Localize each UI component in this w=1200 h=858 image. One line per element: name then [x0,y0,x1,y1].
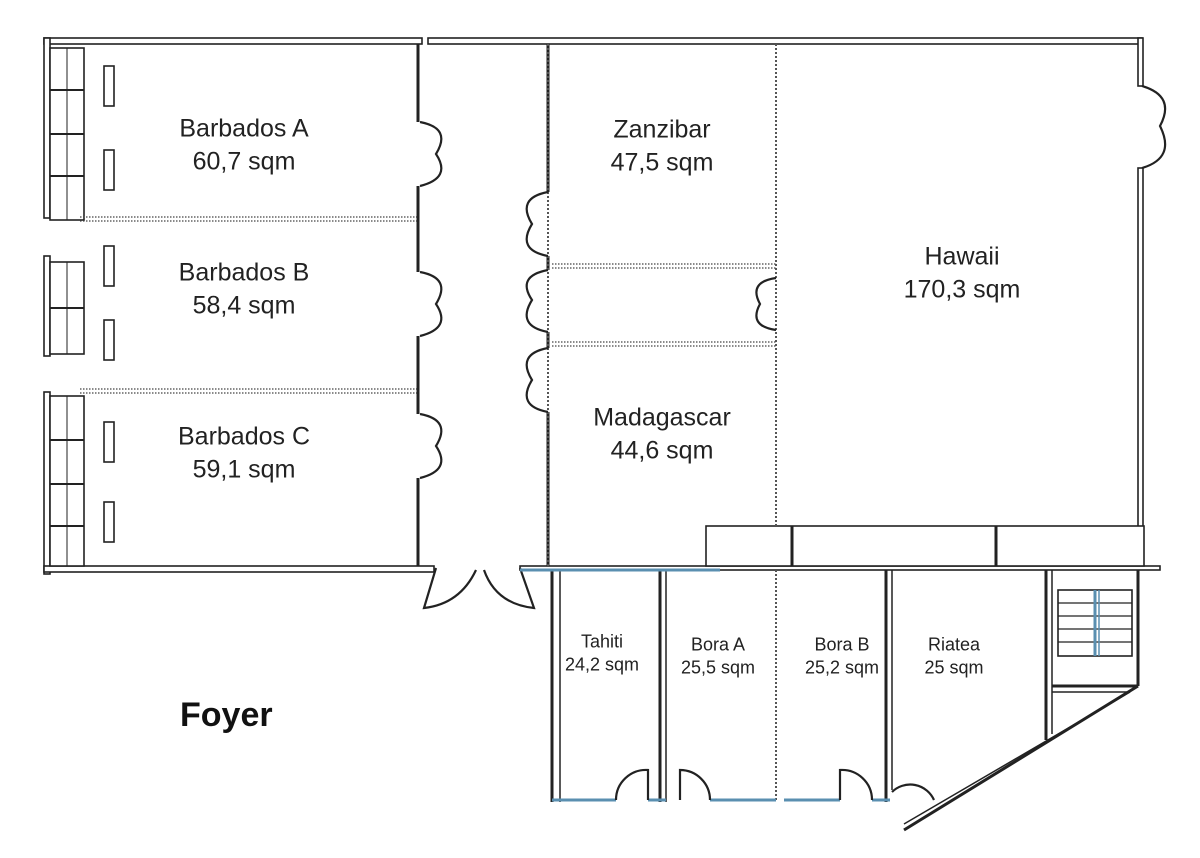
room-barbados-b: Barbados B 58,4 sqm [179,257,310,322]
wall-fixtures [103,65,115,543]
room-name: Barbados B [178,258,310,287]
hawaii-exit-door [1141,84,1167,170]
room-riatea: Riatea 25 sqm [924,634,983,681]
central-partitions [552,44,777,526]
room-madagascar: Madagascar 44,6 sqm [593,402,731,467]
stairwell [903,570,1140,832]
small-rooms-walls [520,568,936,802]
room-zanzibar: Zanzibar 47,5 sqm [611,114,714,179]
room-bora-a: Bora A 25,5 sqm [681,634,755,681]
room-area: 58,4 sqm [192,291,296,319]
room-bora-b: Bora B 25,2 sqm [805,634,879,681]
room-area: 47,5 sqm [610,148,714,176]
room-hawaii: Hawaii 170,3 sqm [904,241,1021,306]
room-name: Barbados A [179,114,309,143]
barbados-partitions [80,216,418,394]
corridor-doors [419,120,549,480]
room-name: Hawaii [924,242,1000,271]
room-area: 59,1 sqm [192,455,296,483]
room-name: Zanzibar [613,115,711,144]
barbados-windows [49,47,85,567]
room-area: 24,2 sqm [564,655,640,675]
room-name: Bora A [690,634,746,655]
room-area: 44,6 sqm [610,436,714,464]
room-name: Barbados C [177,422,311,451]
room-name: Madagascar [593,403,731,432]
room-name: Tahiti [580,631,624,652]
foyer-entrance-doors [422,567,536,610]
room-area: 170,3 sqm [903,275,1021,303]
room-name: Riatea [927,634,981,655]
room-name: Bora B [814,634,870,655]
corridor-walls [416,44,550,566]
room-barbados-c: Barbados C 59,1 sqm [178,421,310,486]
room-area: 25,2 sqm [804,658,880,678]
room-barbados-a: Barbados A 60,7 sqm [179,113,308,178]
room-area: 25,5 sqm [680,658,756,678]
room-area: 60,7 sqm [192,147,296,175]
room-area: 25 sqm [924,658,984,678]
foyer-label: Foyer [180,696,273,734]
room-tahiti: Tahiti 24,2 sqm [565,631,639,678]
